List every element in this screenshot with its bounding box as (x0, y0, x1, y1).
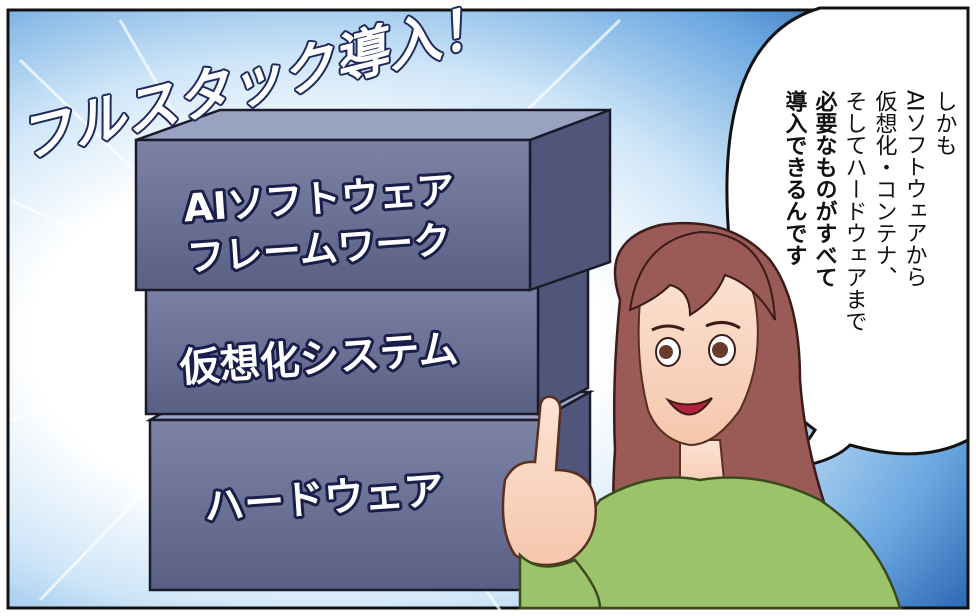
right-eyebrow (705, 321, 741, 330)
pointing-hand (501, 395, 597, 567)
left-pupil (659, 345, 673, 359)
speech-line-6: 導入できるんです (782, 89, 808, 266)
open-mouth (664, 397, 713, 416)
speech-line-4: そしてハードウェアまで (842, 90, 867, 332)
sleeve (518, 551, 602, 610)
woman-character (501, 221, 905, 610)
speech-line-2: AIソフトウェアから (902, 90, 927, 288)
speech-line-1: しかも (932, 90, 957, 156)
right-pupil (712, 342, 728, 358)
stack-box-top (134, 108, 612, 292)
speech-line-5: 必要なものがすべて (812, 89, 838, 288)
speech-line-3: 仮想化・コンテナ、 (872, 90, 898, 288)
hair-bangs (628, 230, 776, 321)
speech-text: しかも AIソフトウェアから 仮想化・コンテナ、 そしてハードウェアまで 必要な… (782, 89, 957, 332)
left-eyebrow (651, 324, 685, 332)
